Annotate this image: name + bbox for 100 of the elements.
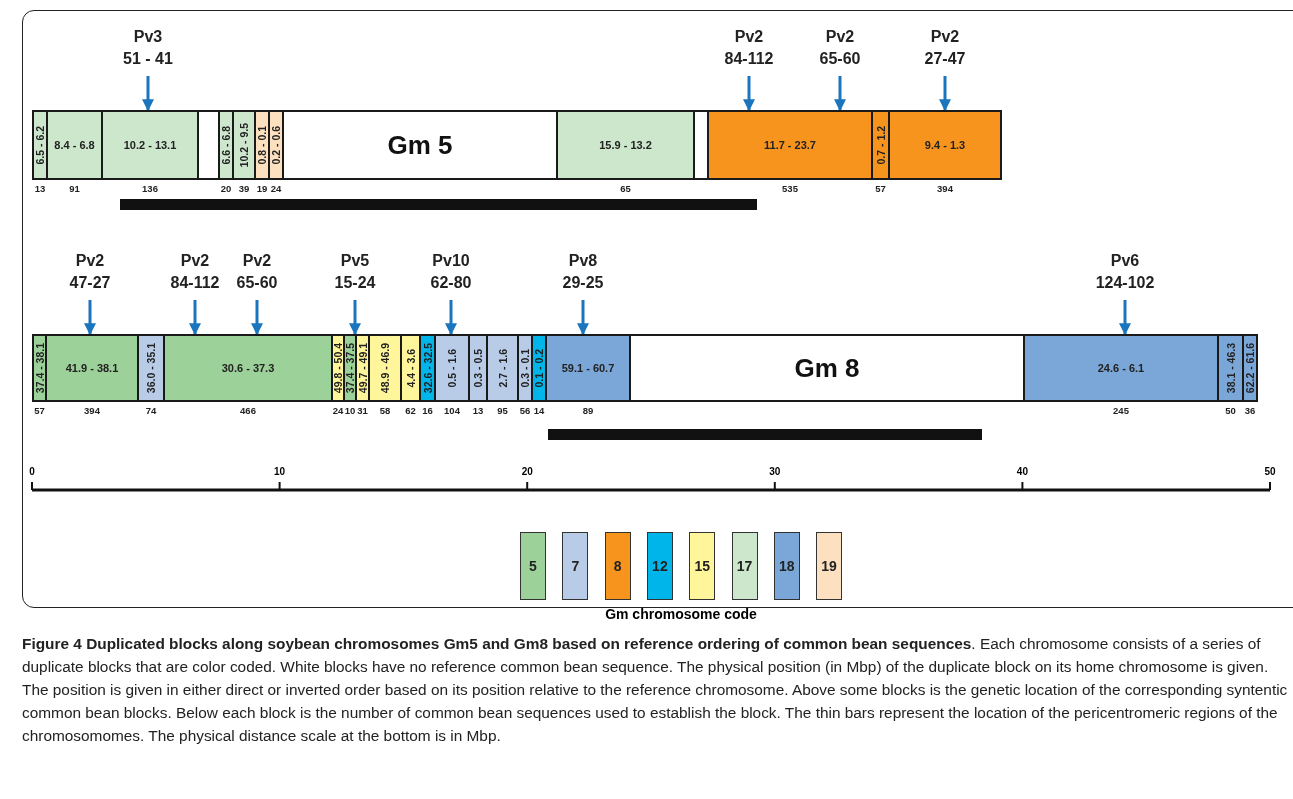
arrow	[251, 300, 263, 336]
location-label: Pv2	[75, 251, 105, 271]
position-range: 59.1 - 60.7	[561, 362, 615, 374]
legend-swatch: 18	[773, 532, 800, 600]
position-range: 37.4 - 37.5	[344, 342, 356, 394]
position-range: 10.2 - 9.5	[238, 122, 250, 168]
sequence-count: 104	[444, 405, 460, 416]
sequence-count: 56	[519, 405, 531, 416]
location-label: Pv3	[133, 27, 163, 47]
figure-caption: Figure 4 Duplicated blocks along soybean chromosomes Gm5 and Gm8 based on reference ordering of common bean sequences. Each chromosome consists of a series of duplicate blocks that are color coded. White blocks have no reference common bean sequence. The physical position (in Mbp) of the duplicate block on its home chromosome is given. The position is given in either direct or inverted order based on its position relative to the reference chromosome. Above some blocks is the genetic location of the corresponding syntentic common bean blocks. Below each block is the number of common bean sequences used to establish the block. The thin bars represent the location of the pericentromeric regions of the chromosomomes. The physical distance scale at the bottom is in Mbp.	[22, 634, 1288, 746]
location-label: 27-47	[924, 49, 966, 69]
location-label: 84-112	[170, 273, 220, 293]
position-range: 11.7 - 23.7	[764, 139, 816, 151]
sequence-count: 89	[582, 405, 594, 416]
position-range: 0.8 - 0.1	[256, 125, 268, 165]
sequence-count: 13	[34, 183, 46, 194]
location-label: Pv2	[930, 27, 960, 47]
position-range: 6.5 - 6.2	[34, 125, 46, 165]
legend-swatch: 15	[689, 532, 716, 600]
sequence-count: 13	[472, 405, 484, 416]
sequence-count: 394	[84, 405, 100, 416]
sequence-count: 10	[344, 405, 356, 416]
arrow	[349, 300, 361, 336]
position-range: 0.7 - 1.2	[874, 125, 887, 165]
sequence-count: 50	[1225, 405, 1236, 416]
location-label: 15-24	[334, 273, 376, 293]
position-range: 37.4 - 38.1	[33, 342, 46, 394]
sequence-count: 95	[497, 405, 508, 416]
legend-swatch: 17	[731, 532, 758, 600]
location-label: 29-25	[562, 273, 604, 293]
location-label: Pv5	[340, 251, 370, 271]
tick-label: 10	[273, 466, 287, 477]
legend-title: Gm chromosome code	[604, 606, 758, 622]
position-range: 36.0 - 35.1	[145, 342, 157, 394]
location-label: Pv2	[825, 27, 855, 47]
position-range: 0.3 - 0.5	[472, 348, 484, 388]
sequence-count: 24	[270, 183, 282, 194]
location-label: 65-60	[236, 273, 278, 293]
sequence-count: 31	[357, 405, 368, 416]
tick-label: 50	[1263, 466, 1277, 477]
sequence-count: 20	[220, 183, 232, 194]
sequence-count: 466	[240, 405, 256, 416]
location-label: Pv2	[734, 27, 764, 47]
tick-label: 40	[1015, 466, 1029, 477]
sequence-count: 57	[34, 405, 45, 416]
arrow	[445, 300, 457, 336]
position-range: 32.6 - 32.5	[421, 342, 434, 394]
position-range: 62.2 - 61.6	[1244, 342, 1256, 394]
tick-label: 20	[520, 466, 534, 477]
location-label: 84-112	[724, 49, 774, 69]
arrow	[577, 300, 589, 336]
sequence-count: 535	[782, 183, 798, 194]
location-label: Pv6	[1110, 251, 1140, 271]
location-label: 124-102	[1095, 273, 1155, 293]
arrow	[834, 76, 846, 112]
sequence-count: 24	[332, 405, 344, 416]
position-range: 10.2 - 13.1	[123, 139, 177, 151]
sequence-count: 65	[620, 183, 631, 194]
tick-label: 30	[768, 466, 782, 477]
arrow	[189, 300, 201, 336]
arrow	[142, 76, 154, 112]
sequence-count: 91	[69, 183, 80, 194]
arrow	[939, 76, 951, 112]
sequence-count: 136	[142, 183, 158, 194]
chromosome-block	[629, 334, 1025, 402]
position-range: 0.2 - 0.6	[270, 125, 282, 165]
sequence-count: 19	[256, 183, 268, 194]
sequence-count: 245	[1113, 405, 1129, 416]
position-range: 8.4 - 6.8	[54, 139, 95, 151]
sequence-count: 39	[238, 183, 250, 194]
position-range: 9.4 - 1.3	[924, 139, 966, 151]
sequence-count: 16	[422, 405, 433, 416]
sequence-count: 36	[1244, 405, 1256, 416]
location-label: 47-27	[69, 273, 111, 293]
location-label: Pv2	[242, 251, 272, 271]
position-range: 41.9 - 38.1	[65, 362, 119, 374]
chromosome-block	[282, 110, 558, 180]
location-label: Pv2	[180, 251, 210, 271]
legend-swatch: 19	[816, 532, 843, 600]
sequence-count: 394	[937, 183, 953, 194]
position-range: 15.9 - 13.2	[599, 139, 652, 151]
position-range: 49.8 - 50.4	[332, 342, 344, 394]
chromosome-name: Gm 8	[794, 352, 860, 384]
empty-block	[197, 110, 220, 180]
chromosome-name: Gm 5	[387, 129, 453, 161]
location-label: 65-60	[819, 49, 861, 69]
tick-label: 0	[28, 466, 36, 477]
legend-swatch: 5	[520, 532, 546, 600]
sequence-count: 57	[875, 183, 886, 194]
sequence-count: 58	[379, 405, 391, 416]
legend-swatch: 7	[562, 532, 589, 600]
position-range: 6.6 - 6.8	[220, 125, 232, 165]
position-range: 0.1 - 0.2	[533, 348, 545, 388]
location-label: 51 - 41	[123, 49, 173, 69]
location-label: Pv10	[432, 251, 470, 271]
sequence-count: 62	[405, 405, 416, 416]
legend-swatch: 8	[604, 532, 631, 600]
location-label: Pv8	[568, 251, 598, 271]
position-range: 49.7 - 49.1	[356, 342, 369, 394]
position-range: 0.5 - 1.6	[446, 348, 458, 388]
